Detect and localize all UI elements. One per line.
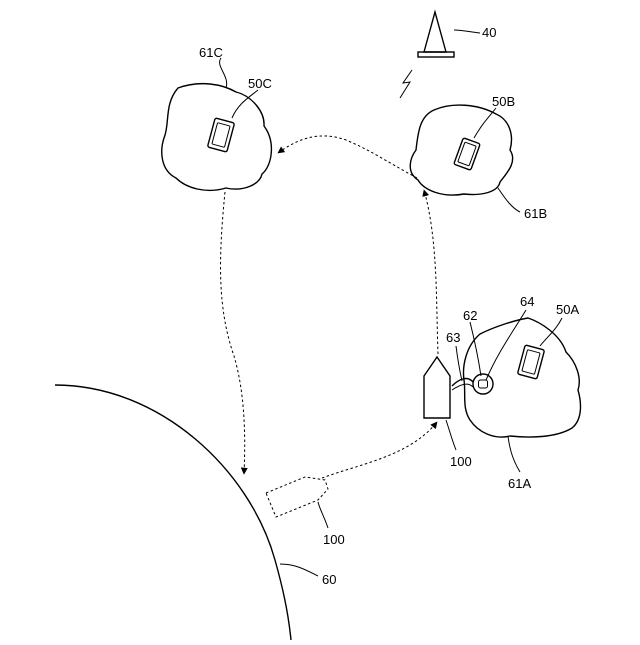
route-vehicle-to-61b — [424, 190, 438, 354]
leader-64 — [486, 310, 526, 380]
label-40: 40 — [482, 25, 496, 40]
vehicle-100-ghost-outline — [266, 477, 328, 517]
label-64: 64 — [520, 294, 534, 309]
leader-61c — [220, 58, 227, 88]
label-62: 62 — [463, 308, 477, 323]
terminal-50c-icon — [207, 118, 234, 152]
label-100: 100 — [450, 454, 472, 469]
vehicle-100-outline — [424, 357, 450, 418]
leader-61b — [498, 188, 520, 212]
device-62-icon — [473, 374, 493, 394]
base-station-icon — [400, 12, 454, 98]
body-60-outline — [55, 385, 291, 640]
terminal-50b-icon — [454, 138, 480, 170]
label-61a: 61A — [508, 476, 531, 491]
leader-100 — [446, 420, 456, 450]
route-61b-to-61c — [278, 136, 417, 178]
leader-62 — [470, 322, 481, 376]
terminal-50a-icon — [517, 345, 544, 379]
label-50c: 50C — [248, 76, 272, 91]
leader-60 — [280, 564, 318, 576]
route-61c-to-60 — [221, 192, 245, 474]
island-61a-outline — [464, 318, 581, 437]
route-ghost-to-vehicle — [322, 422, 437, 478]
label-63: 63 — [446, 330, 460, 345]
leader-61a — [508, 436, 520, 472]
leader-40 — [454, 30, 480, 33]
label-61b: 61B — [524, 206, 547, 221]
leader-50c — [232, 90, 258, 118]
label-50a: 50A — [556, 302, 579, 317]
label-100-ghost: 100 — [323, 532, 345, 547]
leader-63 — [456, 346, 462, 381]
label-50b: 50B — [492, 94, 515, 109]
label-61c: 61C — [199, 45, 223, 60]
leader-50b — [474, 108, 496, 138]
leader-100-ghost — [318, 502, 328, 528]
label-60: 60 — [322, 572, 336, 587]
tether-63-inner — [452, 384, 473, 390]
island-61b-outline — [410, 105, 512, 195]
island-61c-outline — [162, 84, 272, 191]
